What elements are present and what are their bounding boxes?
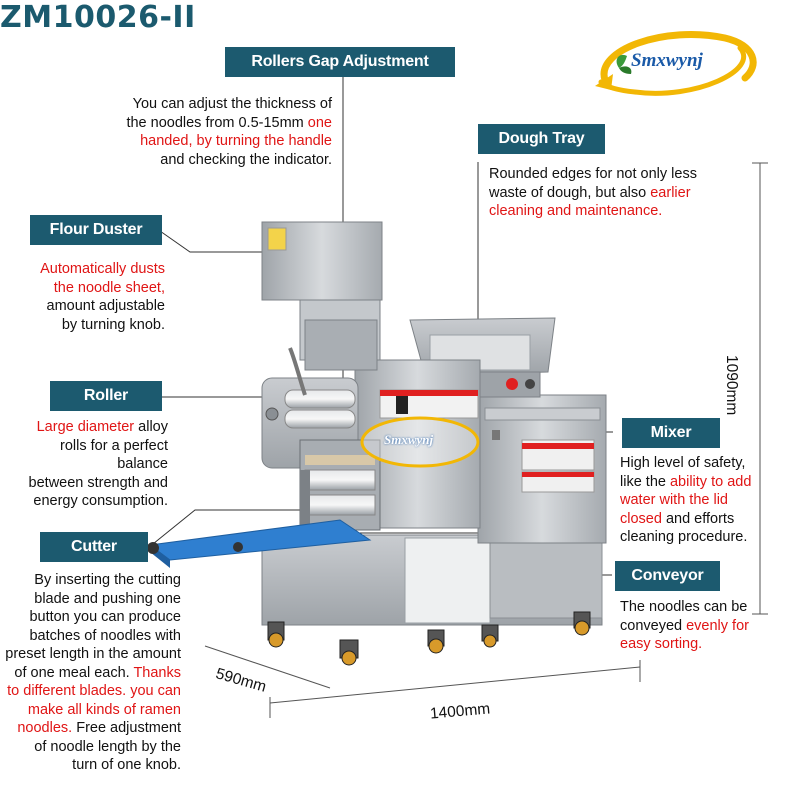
mixer-line-4a: closed — [620, 510, 662, 527]
dough-tray-line-2b: earlier — [646, 184, 691, 201]
rollers-gap-line-1: You can adjust the thickness of — [132, 96, 332, 112]
cutter-line-9b: Free adjustment — [72, 720, 181, 736]
roller-line-1a: Large diameter — [36, 419, 135, 435]
dough-tray-line-2a: waste of dough, but also — [489, 184, 647, 201]
rollers-gap-line-2: the noodles from 0.5-15mm one — [100, 114, 332, 133]
cutter-line-2: blade and pushing one — [34, 590, 181, 607]
flour-duster-line-1: Automatically dusts — [40, 261, 165, 277]
cutter-title: Cutter — [40, 532, 148, 562]
conveyor-line-2b: evenly for — [682, 617, 749, 634]
cutter-line-10: of noodle length by the — [34, 738, 181, 755]
dough-tray-line-3: cleaning and maintenance. — [489, 203, 663, 219]
conveyor-line-1: The noodles can be — [620, 599, 748, 615]
conveyor-line-2: conveyed evenly for — [620, 617, 790, 636]
roller-line-4: energy consumption. — [33, 493, 168, 509]
conveyor-line-3: easy sorting. — [620, 636, 703, 652]
mixer-desc: High level of safety, like the ability t… — [620, 454, 790, 547]
mixer-line-5: cleaning procedure. — [620, 529, 748, 545]
flour-duster-line-2: the noodle sheet, — [53, 279, 165, 296]
roller-desc: Large diameter alloy rolls for a perfect… — [10, 418, 168, 511]
cutter-line-3: button you can produce — [29, 609, 181, 625]
mixer-line-4b: and efforts — [661, 510, 735, 527]
mixer-line-3: water with the lid — [620, 492, 728, 508]
dough-tray-desc: Rounded edges for not only less waste of… — [489, 165, 739, 221]
rollers-gap-line-2b: one — [303, 114, 332, 131]
dough-tray-line-1: Rounded edges for not only less — [489, 166, 697, 182]
flour-duster-line-4: by turning knob. — [61, 316, 165, 333]
roller-line-2: rolls for a perfect balance — [60, 437, 168, 473]
model-title: ZM10026-II — [0, 0, 196, 35]
cutter-line-5: preset length in the amount — [5, 646, 181, 662]
roller-title: Roller — [50, 381, 162, 411]
brand-logo-text: Smxwynj — [631, 50, 703, 71]
cutter-line-9: noodles. Free adjustment — [5, 719, 181, 738]
conveyor-desc: The noodles can be conveyed evenly for e… — [620, 598, 790, 654]
cutter-line-4: batches of noodles with — [29, 627, 181, 644]
rollers-gap-line-4: and checking the indicator. — [160, 151, 332, 168]
roller-line-1: Large diameter alloy — [10, 418, 168, 437]
cutter-line-7: to different blades. you can — [7, 683, 181, 699]
watermark-text: Smxwynj — [384, 432, 434, 447]
mixer-line-4: closed and efforts — [620, 510, 790, 529]
dimension-height: 1090mm — [723, 355, 740, 416]
cutter-line-11: turn of one knob. — [72, 757, 181, 773]
rollers-gap-desc: You can adjust the thickness of the nood… — [100, 95, 332, 169]
conveyor-line-2a: conveyed — [620, 617, 683, 634]
mixer-line-2: like the ability to add — [620, 473, 790, 492]
rollers-gap-line-2a: the noodles from 0.5-15mm — [126, 114, 304, 131]
roller-line-3: between strength and — [28, 474, 168, 491]
cutter-line-9a: noodles. — [17, 720, 73, 736]
flour-duster-line-3: amount adjustable — [46, 298, 166, 314]
flour-duster-title: Flour Duster — [30, 215, 162, 245]
cutter-line-6b: Thanks — [129, 664, 181, 681]
mixer-title: Mixer — [622, 418, 720, 448]
mixer-line-2b: ability to add — [665, 473, 752, 490]
mixer-line-1: High level of safety, — [620, 455, 746, 471]
cutter-desc: By inserting the cutting blade and pushi… — [5, 571, 181, 775]
cutter-line-1: By inserting the cutting — [34, 572, 181, 588]
rollers-gap-title: Rollers Gap Adjustment — [225, 47, 455, 77]
cutter-line-8: make all kinds of ramen — [27, 701, 181, 718]
flour-duster-desc: Automatically dusts the noodle sheet, am… — [10, 260, 165, 334]
rollers-gap-line-3: handed, by turning the handle — [140, 133, 332, 149]
cutter-line-6a: of one meal each. — [14, 664, 130, 681]
brand-logo: Smxwynj — [575, 20, 775, 105]
mixer-line-2a: like the — [620, 473, 666, 490]
dough-tray-title: Dough Tray — [478, 124, 605, 154]
conveyor-title: Conveyor — [615, 561, 720, 591]
roller-line-1b: alloy — [134, 419, 168, 435]
cutter-line-6: of one meal each. Thanks — [5, 664, 181, 683]
dough-tray-line-2: waste of dough, but also earlier — [489, 184, 739, 203]
